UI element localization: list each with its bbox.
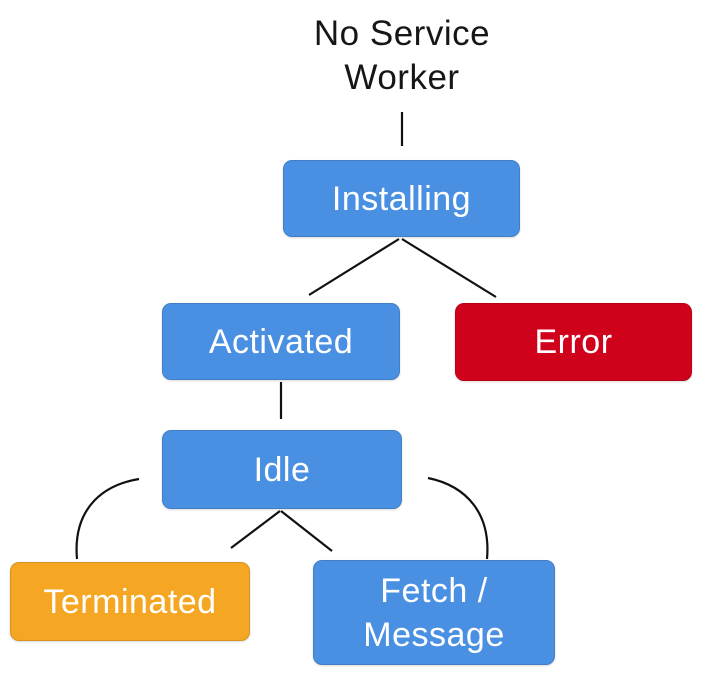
node-idle: Idle [162, 430, 402, 509]
edge-terminated-to-idle [75, 477, 140, 560]
node-installing: Installing [283, 160, 520, 237]
edge-idle-to-terminated [230, 510, 281, 549]
node-terminated: Terminated [10, 562, 250, 641]
node-error-label: Error [534, 323, 613, 361]
node-terminated-label: Terminated [43, 582, 217, 621]
node-fetch-message-label: Fetch / Message [363, 571, 505, 654]
node-fetch-message: Fetch / Message [313, 560, 555, 665]
edge-idle-to-fetch-message [280, 510, 333, 552]
node-error: Error [455, 303, 692, 381]
node-installing-label: Installing [331, 179, 472, 218]
edge-installing-to-error [401, 238, 497, 298]
edge-fetch-message-to-idle [427, 476, 489, 560]
node-activated: Activated [162, 303, 400, 380]
node-idle-label: Idle [253, 450, 311, 489]
edge-installing-to-activated [308, 238, 400, 296]
start-state-label: No Service Worker [313, 14, 491, 97]
node-activated-label: Activated [208, 322, 354, 361]
